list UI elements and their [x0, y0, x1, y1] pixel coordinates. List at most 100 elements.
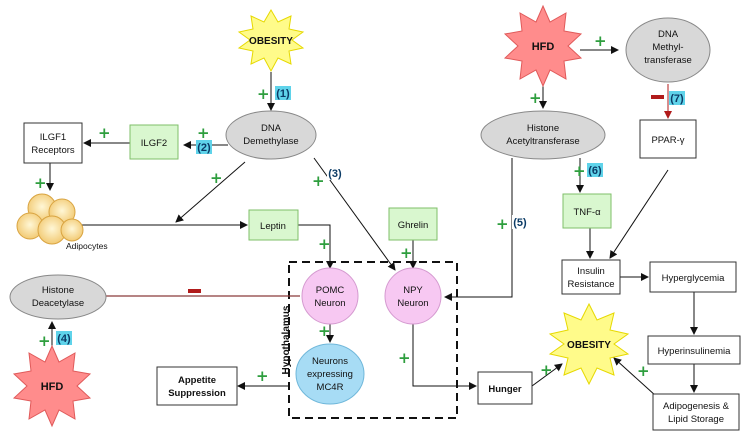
plus-icon: + [257, 85, 270, 103]
plus-icon: + [398, 349, 411, 367]
plus-icon: + [496, 215, 509, 233]
minus-icon [651, 95, 664, 99]
insulin-resistance-node: Insulin Resistance [561, 259, 621, 295]
adipogenesis-node: Adipogenesis & Lipid Storage [652, 393, 740, 431]
plus-signs: + + + + + + + + + + + + + + + + + + [34, 32, 650, 385]
mc4r-line3: MC4R [317, 382, 344, 393]
step-6-label: (6) [588, 165, 602, 177]
hyperinsulinemia-label: Hyperinsulinemia [658, 346, 732, 357]
adipogenesis-line1: Adipogenesis & [663, 401, 730, 412]
dna-demethylase-line1: DNA [261, 123, 282, 134]
adipocytes-image [16, 193, 84, 245]
npy-line1: NPY [403, 285, 423, 296]
ghrelin-node: Ghrelin [388, 207, 438, 241]
ilgf1-receptors-node: ILGF1 Receptors [23, 122, 83, 164]
mc4r-neurons-node: Neurons expressing MC4R [295, 343, 365, 405]
arrow-acetyltransferase-to-npy [444, 158, 513, 301]
plus-icon: + [573, 162, 586, 180]
ghrelin-label: Ghrelin [398, 220, 429, 231]
plus-icon: + [540, 361, 553, 379]
hfd-star-top [503, 4, 583, 88]
hypothalamus-box [288, 261, 458, 419]
step-3-label: (3) [328, 168, 342, 180]
plus-icon: + [38, 332, 51, 350]
arrow-demethylase-to-adipocytes-line [175, 161, 246, 223]
leptin-node: Leptin [248, 209, 299, 241]
plus-icon: + [318, 322, 331, 340]
hyperinsulinemia-node: Hyperinsulinemia [647, 335, 741, 365]
dna-methyltransferase-node: DNA Methyl- transferase [625, 17, 711, 83]
step-5-label: (5) [513, 217, 527, 229]
arrow-leptin-to-pomc [298, 224, 334, 269]
step-badge-6: (6) [587, 163, 603, 177]
dna-demethylase-line2: Demethylase [243, 136, 298, 147]
ilgf1-line1: ILGF1 [40, 132, 66, 143]
adipocytes-label: Adipocytes [66, 241, 108, 251]
hfd-top-label: HFD [532, 41, 555, 53]
ilgf2-node: ILGF2 [129, 124, 179, 160]
step-badge-5: (5) [512, 215, 528, 229]
step-badge-2: (2) [196, 140, 212, 154]
plus-icon: + [529, 89, 542, 107]
plus-icon: + [318, 235, 331, 253]
dna-methyltransferase-line1: DNA [658, 29, 679, 40]
insulin-line2: Resistance [568, 279, 615, 290]
pomc-line2: Neuron [314, 298, 345, 309]
arrow-ppar-to-insulin [609, 169, 669, 259]
arrow-hunger-to-obesity [531, 363, 563, 387]
arrow-npy-to-hunger [412, 324, 477, 390]
connectors [46, 46, 698, 397]
hunger-node: Hunger [477, 371, 533, 405]
plus-icon: + [594, 32, 607, 50]
ilgf2-label: ILGF2 [141, 138, 167, 149]
step-1-label: (1) [276, 88, 290, 100]
pomc-neuron-node: POMC Neuron [301, 267, 359, 325]
tnf-alpha-label: TNF-α [573, 207, 601, 218]
histone-deacetylase-line1: Histone [42, 285, 74, 296]
plus-icon: + [400, 244, 413, 262]
dna-methyltransferase-line3: transferase [644, 55, 692, 66]
hypothalamus-label: Hypothalamus [281, 305, 292, 374]
hfd-bottom-label: HFD [41, 381, 64, 393]
dna-demethylase-node: DNA Demethylase [225, 110, 317, 160]
leptin-label: Leptin [260, 221, 286, 232]
obesity-bottom-label: OBESITY [567, 340, 611, 351]
ppar-gamma-node: PPAR-γ [639, 119, 697, 159]
appetite-line2: Suppression [168, 388, 226, 399]
hunger-label: Hunger [488, 384, 522, 395]
plus-icon: + [98, 124, 111, 142]
npy-neuron-node: NPY Neuron [384, 267, 442, 325]
plus-icon: + [637, 362, 650, 380]
pomc-line1: POMC [316, 285, 345, 296]
appetite-line1: Appetite [178, 375, 216, 386]
hfd-star-bottom [12, 344, 92, 428]
step-badge-4: (4) [56, 331, 72, 345]
histone-deacetylase-node: Histone Deacetylase [9, 274, 107, 320]
tnf-alpha-node: TNF-α [562, 193, 612, 229]
histone-deacetylase-line2: Deacetylase [32, 298, 84, 309]
insulin-line1: Insulin [577, 266, 604, 277]
step-7-label: (7) [670, 93, 684, 105]
step-2-label: (2) [197, 142, 211, 154]
arrow-demethylase-to-npy [313, 157, 396, 271]
mc4r-line1: Neurons [312, 356, 348, 367]
ilgf1-line2: Receptors [31, 145, 75, 156]
step-badge-1: (1) [275, 86, 291, 100]
step-4-label: (4) [57, 333, 71, 345]
hyperglycemia-node: Hyperglycemia [649, 261, 737, 293]
plus-icon: + [34, 174, 47, 192]
plus-icon: + [256, 367, 269, 385]
plus-icon: + [210, 169, 223, 187]
step-badge-3: (3) [327, 166, 343, 180]
mc4r-line2: expressing [307, 369, 353, 380]
arrow-adipogenesis-to-obesity [613, 357, 657, 397]
hyperglycemia-label: Hyperglycemia [662, 273, 726, 284]
minus-icon [188, 289, 201, 293]
obesity-star-bottom [548, 302, 630, 386]
obesity-star-top [237, 9, 305, 73]
plus-icon: + [312, 172, 325, 190]
dna-methyltransferase-line2: Methyl- [652, 42, 683, 53]
appetite-suppression-node: Appetite Suppression [156, 366, 238, 406]
ppar-gamma-label: PPAR-γ [651, 135, 684, 146]
